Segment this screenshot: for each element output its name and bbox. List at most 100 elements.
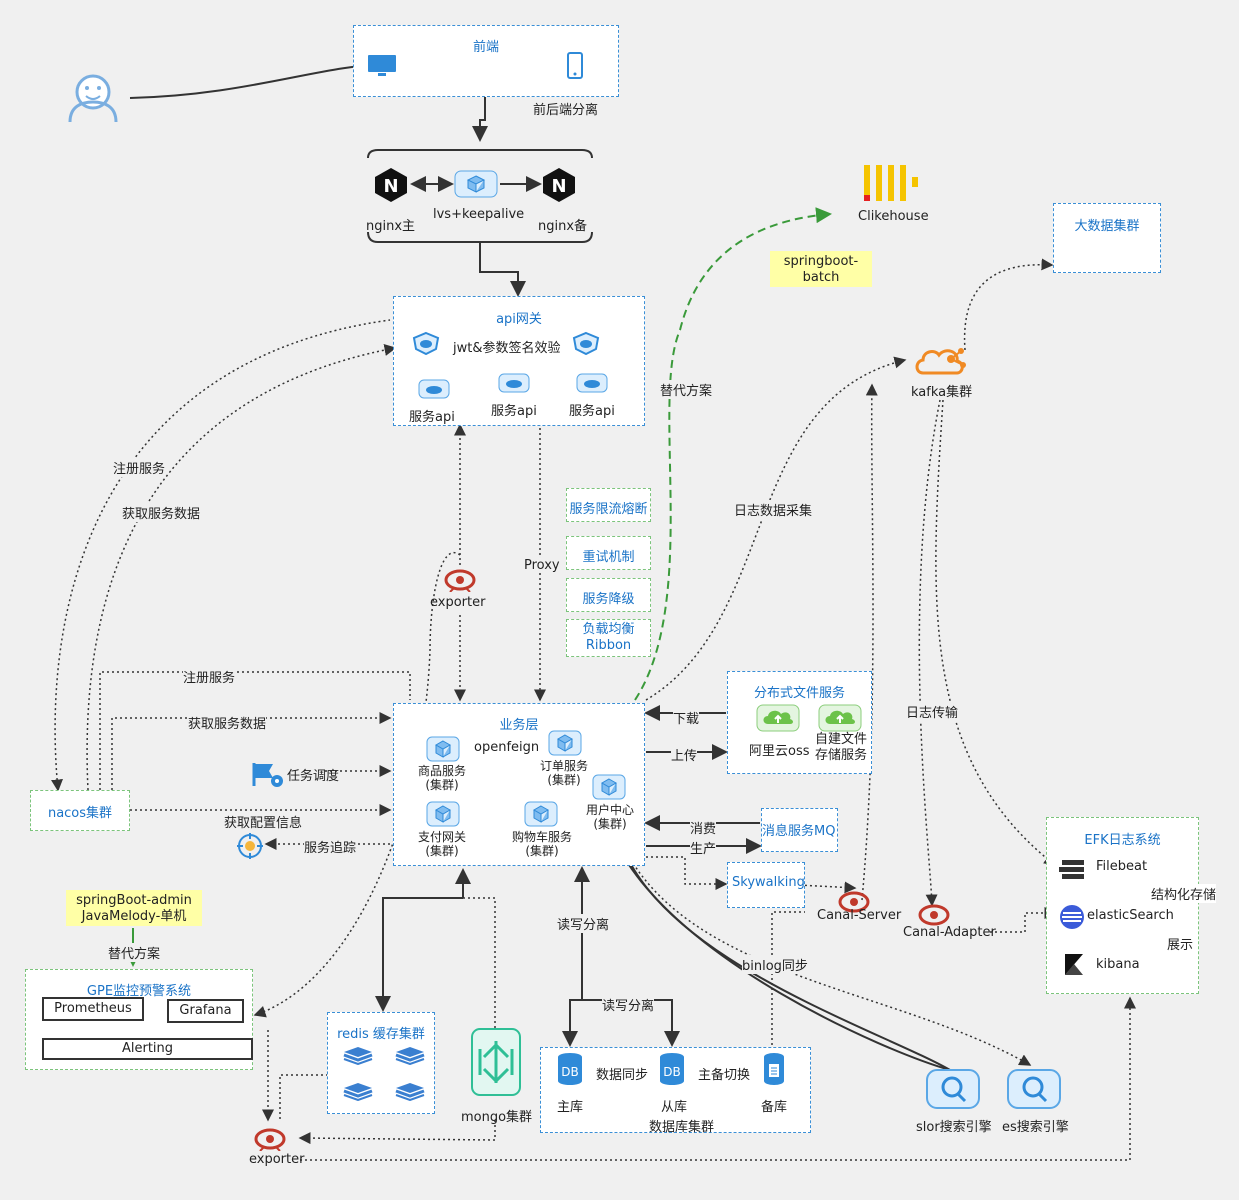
task-schedule-icon	[251, 760, 287, 792]
exporter-bottom-icon	[254, 1127, 286, 1155]
aliyun-oss-label: 阿里云oss	[749, 744, 810, 759]
log-collect-label: 日志数据采集	[734, 500, 813, 519]
api-cloud-icon	[418, 379, 450, 403]
elasticsearch-icon	[1059, 904, 1085, 934]
db-icon-text: DB	[561, 1065, 578, 1079]
redis-stack-icon	[394, 1045, 426, 1069]
canal-server-exporter-icon	[838, 890, 870, 918]
cart-service-label: 购物车服务 (集群)	[511, 830, 572, 858]
exporter-icon	[444, 568, 476, 596]
business-layer-box: 业务层 openfeign 商品服务 (集群) 订单服务 (集群) 用户中心 (…	[393, 703, 645, 866]
fetch-label-1: 获取服务数据	[122, 503, 201, 522]
openfeign-label: openfeign	[474, 740, 540, 755]
file-service-title: 分布式文件服务	[753, 686, 845, 701]
redis-stack-icon	[394, 1081, 426, 1105]
redis-stack-icon	[342, 1081, 374, 1105]
fetch-config-label: 获取配置信息	[224, 812, 303, 831]
mongo-icon	[470, 1027, 522, 1101]
pay-gateway-label: 支付网关 (集群)	[417, 830, 466, 858]
redis-stack-icon	[342, 1045, 374, 1069]
rw-split-label-2: 读写分离	[602, 995, 655, 1014]
log-transfer-label: 日志传输	[906, 702, 959, 721]
kibana-icon	[1064, 953, 1084, 981]
db-sync-label: 数据同步	[596, 1064, 649, 1083]
mq-title: 消息服务MQ	[762, 824, 836, 839]
lvs-label: lvs+keepalive	[433, 207, 525, 222]
consume-label: 消费	[690, 818, 717, 837]
springboot-batch-text: springboot- batch	[783, 254, 859, 285]
service-cube-icon	[548, 730, 582, 760]
alerting-label: Alerting	[121, 1041, 174, 1056]
download-label: 下载	[673, 708, 700, 727]
db-switch-label: 主备切换	[698, 1064, 751, 1083]
nginx-master-label: nginx主	[366, 219, 416, 234]
springboot-admin-note: springBoot-admin JavaMelody-单机	[66, 890, 202, 926]
proxy-label: Proxy	[524, 558, 560, 573]
prometheus-box: Prometheus	[42, 997, 144, 1021]
nacos-title: nacos集群	[47, 806, 113, 821]
nacos-box: nacos集群	[30, 790, 130, 831]
user-avatar-icon	[62, 72, 124, 128]
clickhouse-label: Clikehouse	[858, 209, 929, 224]
canal-adapter-label: Canal-Adapter	[903, 925, 996, 940]
alerting-box: Alerting	[42, 1038, 253, 1060]
frontend-title: 前端	[472, 40, 499, 55]
user-center-label: 用户中心 (集群)	[585, 803, 634, 831]
db-slave-label: 从库	[661, 1100, 688, 1115]
mongo-label: mongo集群	[461, 1110, 533, 1125]
skywalking-box: Skywalking	[727, 862, 805, 908]
trace-label: 服务追踪	[304, 837, 357, 856]
canal-adapter-exporter-icon	[918, 903, 950, 931]
rw-split-label-1: 读写分离	[557, 914, 610, 933]
db-backup-label: 备库	[761, 1100, 788, 1115]
grafana-box: Grafana	[167, 999, 244, 1023]
svg-text:N: N	[383, 176, 398, 197]
separation-label: 前后端分离	[533, 103, 599, 118]
cloud-upload-icon	[818, 704, 862, 736]
fetch-label-2: 获取服务数据	[188, 713, 267, 732]
efk-title: EFK日志系统	[1084, 833, 1161, 848]
policy-label: 服务限流熔断	[569, 502, 648, 517]
frontend-box: 前端	[353, 25, 619, 97]
canal-server-label: Canal-Server	[817, 908, 902, 923]
springboot-admin-text: springBoot-admin JavaMelody-单机	[76, 893, 192, 924]
api-label-3: 服务api	[569, 404, 615, 419]
kibana-label: kibana	[1096, 957, 1140, 972]
gpe-title: GPE监控预警系统	[86, 984, 192, 999]
bigdata-box: 大数据集群	[1053, 203, 1161, 273]
api-cloud-icon	[498, 373, 530, 397]
shield-icon	[412, 331, 440, 359]
exporter-bottom-label: exporter	[249, 1152, 305, 1167]
policy-box: 负载均衡 Ribbon	[566, 619, 651, 657]
prometheus-label: Prometheus	[54, 1001, 132, 1016]
db-cluster-box: DB DB 数据同步 主备切换 主库 从库 备库 数据库集群	[540, 1047, 811, 1135]
elasticsearch-label: elasticSearch	[1087, 908, 1174, 923]
db-master-label: 主库	[557, 1100, 584, 1115]
business-title: 业务层	[499, 718, 539, 733]
es-label: es搜索引擎	[1002, 1120, 1069, 1135]
lvs-cube-icon	[454, 170, 498, 202]
structured-storage-label: 结构化存储	[1151, 884, 1217, 903]
service-cube-icon	[524, 801, 558, 831]
nginx-master-icon: N	[374, 167, 408, 207]
kafka-cloud-icon	[913, 345, 967, 383]
cloud-upload-icon	[756, 704, 800, 736]
file-service-box: 分布式文件服务 阿里云oss 自建文件 存储服务	[727, 671, 872, 774]
svg-text:N: N	[551, 176, 566, 197]
api-gateway-title: api网关	[496, 312, 542, 327]
order-service-label: 订单服务 (集群)	[539, 759, 588, 787]
bigdata-title: 大数据集群	[1074, 219, 1140, 234]
db-cluster-title: 数据库集群	[649, 1120, 715, 1135]
slor-label: slor搜索引擎	[916, 1120, 992, 1135]
clickhouse-logo-icon	[862, 163, 928, 209]
skywalking-title: Skywalking	[732, 875, 805, 890]
service-cube-icon	[592, 774, 626, 804]
self-storage-label: 自建文件 存储服务	[814, 732, 867, 763]
exporter-mid-label: exporter	[430, 595, 486, 610]
slor-search-icon	[925, 1068, 981, 1114]
produce-label: 生产	[690, 838, 717, 857]
upload-label: 上传	[671, 745, 698, 764]
efk-box: EFK日志系统 Filebeat elasticSearch kibana	[1046, 817, 1199, 994]
binlog-label: binlog同步	[742, 955, 808, 974]
db-master-icon: DB	[557, 1052, 583, 1090]
